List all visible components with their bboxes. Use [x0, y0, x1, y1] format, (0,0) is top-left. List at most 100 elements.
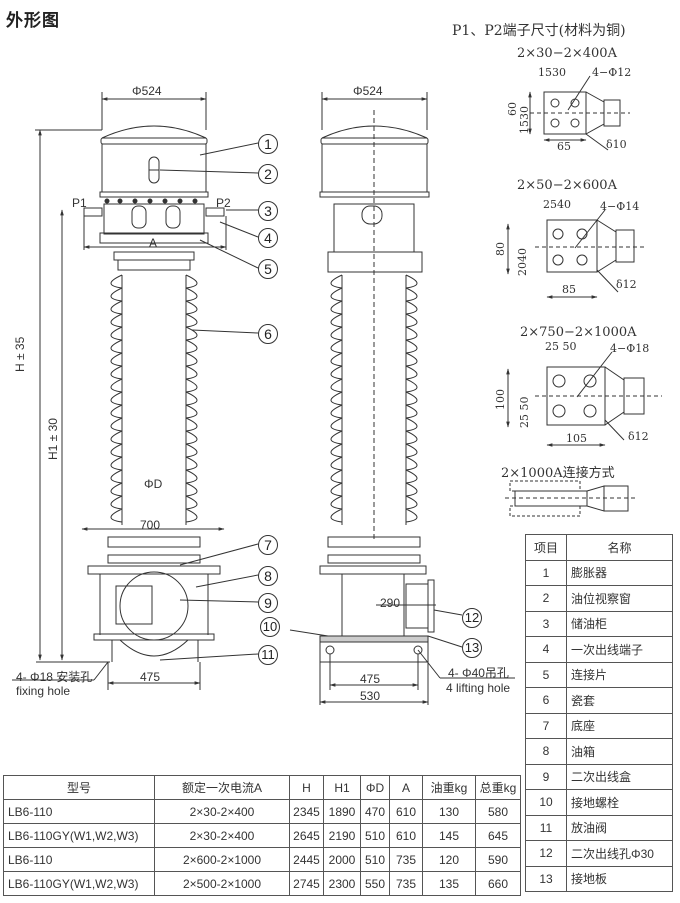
- rated-current-cell: 2×600-2×1000: [154, 847, 290, 872]
- phi-d-cell: 510: [360, 847, 390, 872]
- part-number: 6: [525, 687, 567, 714]
- p2-terminal-label: P2: [216, 196, 231, 210]
- spec-header-h: H: [289, 775, 324, 800]
- parts-header-name: 名称: [566, 534, 673, 561]
- h-cell: 2745: [289, 871, 324, 896]
- a-cell: 735: [389, 871, 423, 896]
- table-row: LB6-110 2×30-2×400 2345 1890 470 610 130…: [3, 799, 521, 824]
- h-cell: 2445: [289, 847, 324, 872]
- terminal-2-rating: 2×50−2×600A: [517, 178, 617, 193]
- part-name: 油箱: [566, 738, 673, 765]
- hole-spacing-475-dim: 475: [360, 672, 381, 686]
- phi-d-cell: 470: [360, 799, 390, 824]
- terminal-2-pitch-side: 2040: [516, 248, 529, 276]
- rated-current-cell: 2×30-2×400: [154, 799, 290, 824]
- model-cell: LB6-110: [3, 847, 155, 872]
- part-number: 9: [525, 763, 567, 790]
- oil-weight-cell: 120: [422, 847, 476, 872]
- callout-8: 8: [258, 566, 278, 586]
- part-name: 膨胀器: [566, 559, 673, 586]
- lifting-hole-cn-label: 4- Φ40吊孔: [448, 666, 509, 680]
- terminal-1-hole: 4−Φ12: [592, 66, 632, 79]
- h-cell: 2645: [289, 823, 324, 848]
- rated-current-cell: 2×30-2×400: [154, 823, 290, 848]
- front-top-diameter-dim: Φ524: [132, 84, 162, 98]
- a-dimension-label: A: [149, 236, 158, 250]
- h1-cell: 2190: [323, 823, 361, 848]
- box-290-dim: 290: [380, 596, 401, 610]
- phi-d-cell: 510: [360, 823, 390, 848]
- terminal-3-rating: 2×750−2×1000A: [520, 325, 637, 340]
- part-number: 4: [525, 636, 567, 663]
- part-number: 1: [525, 559, 567, 586]
- terminal-3-thickness: δ12: [628, 430, 649, 443]
- terminal-3-pitch-top: 25 50: [545, 340, 577, 353]
- terminal-2-height: 80: [494, 242, 507, 256]
- part-name: 油位视察窗: [566, 585, 673, 612]
- terminal-3-width: 105: [566, 432, 587, 445]
- part-name: 放油阀: [566, 814, 673, 841]
- callout-2: 2: [258, 164, 278, 184]
- model-cell: LB6-110GY(W1,W2,W3): [3, 871, 155, 896]
- callout-5: 5: [258, 259, 278, 279]
- terminal-dimensions-title: P1、P2端子尺寸(材料为铜): [452, 23, 626, 39]
- h1-cell: 1890: [323, 799, 361, 824]
- callout-1: 1: [258, 134, 278, 154]
- part-name: 连接片: [566, 661, 673, 688]
- terminal-2-thickness: δ12: [616, 278, 637, 291]
- page-title: 外形图: [6, 11, 60, 31]
- callout-10: 10: [260, 617, 280, 637]
- foot-spacing-475-dim: 475: [140, 670, 161, 684]
- p1-terminal-label: P1: [72, 196, 87, 210]
- table-row: LB6-110GY(W1,W2,W3) 2×30-2×400 2645 2190…: [3, 823, 521, 848]
- total-weight-cell: 660: [475, 871, 521, 896]
- callout-11: 11: [258, 645, 278, 665]
- fixing-hole-cn-label: 4- Φ18 安装孔: [16, 670, 93, 684]
- spec-table: 型号 额定一次电流A H H1 ΦD A 油重kg 总重kg LB6-110 2…: [3, 775, 521, 896]
- terminal-1-thickness: δ10: [606, 138, 627, 151]
- parts-header-item: 项目: [525, 534, 567, 561]
- callout-9: 9: [258, 593, 278, 613]
- terminal-2-hole: 4−Φ14: [600, 200, 640, 213]
- h-cell: 2345: [289, 799, 324, 824]
- part-name: 储油柜: [566, 610, 673, 637]
- phi-d-cell: 550: [360, 871, 390, 896]
- part-number: 3: [525, 610, 567, 637]
- part-name: 底座: [566, 712, 673, 739]
- part-name: 一次出线端子: [566, 636, 673, 663]
- terminal-2-width: 85: [562, 283, 576, 296]
- part-number: 10: [525, 789, 567, 816]
- base-width-530-dim: 530: [360, 689, 381, 703]
- callout-6: 6: [258, 324, 278, 344]
- h1-cell: 2300: [323, 871, 361, 896]
- a-cell: 610: [389, 823, 423, 848]
- terminal-1-rating: 2×30−2×400A: [517, 46, 617, 61]
- callout-4: 4: [258, 228, 278, 248]
- oil-weight-cell: 135: [422, 871, 476, 896]
- rated-current-cell: 2×500-2×1000: [154, 871, 290, 896]
- spec-header-h1: H1: [323, 775, 361, 800]
- callout-12: 12: [462, 608, 482, 628]
- terminal-3-hole: 4−Φ18: [610, 342, 650, 355]
- fixing-hole-en-label: fixing hole: [16, 684, 71, 698]
- terminal-1-pitch-side: 1530: [518, 106, 531, 134]
- spec-header-phi-d: ΦD: [360, 775, 390, 800]
- terminal-3-height: 100: [494, 389, 507, 410]
- side-top-diameter-dim: Φ524: [353, 84, 383, 98]
- lifting-hole-en-label: 4 lifting hole: [446, 681, 511, 695]
- callout-13: 13: [462, 638, 482, 658]
- table-row: LB6-110 2×600-2×1000 2445 2000 510 735 1…: [3, 847, 521, 872]
- part-name: 瓷套: [566, 687, 673, 714]
- callout-7: 7: [258, 535, 278, 555]
